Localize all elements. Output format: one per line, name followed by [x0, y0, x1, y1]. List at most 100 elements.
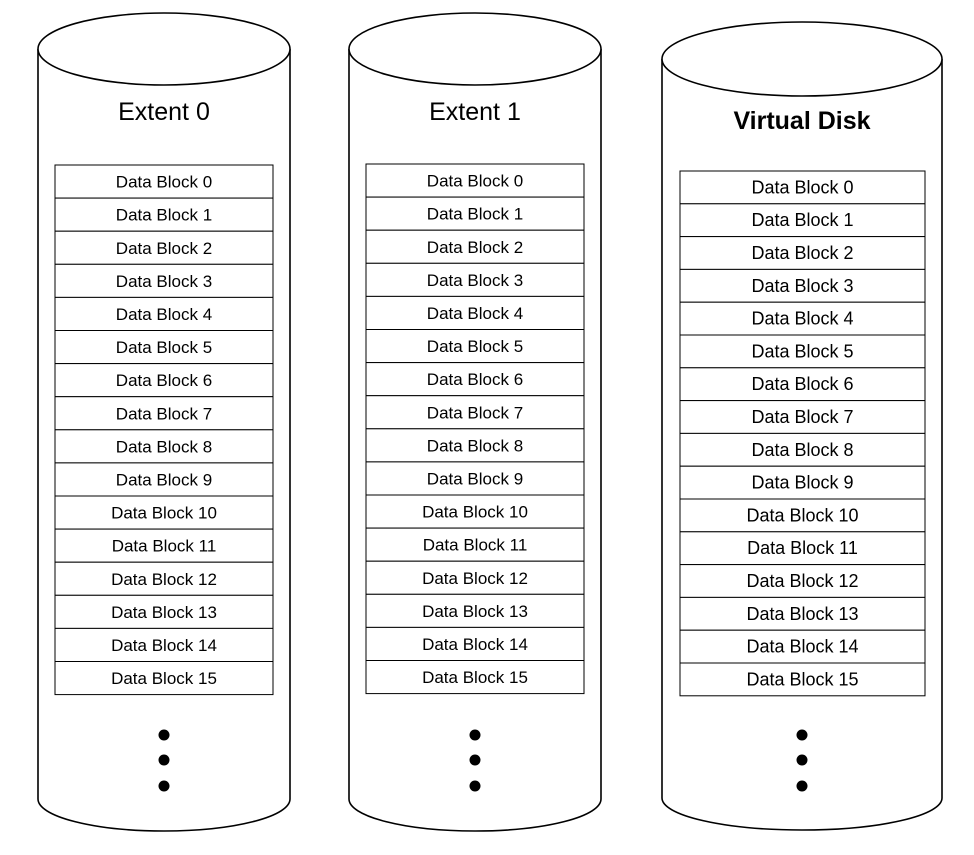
data-block-cell [54, 627, 274, 663]
data-block-cell [365, 527, 585, 562]
data-block-cell [679, 629, 926, 664]
data-block-label: Data Block 11 [423, 536, 528, 555]
data-block-label: Data Block 2 [427, 238, 523, 257]
data-block-label: Data Block 13 [422, 602, 528, 621]
data-block-label: Data Block 14 [746, 637, 858, 657]
data-block-cell [54, 263, 274, 298]
data-block-label: Data Block 15 [422, 668, 528, 687]
data-block-label: Data Block 3 [751, 276, 853, 296]
continuation-dot [796, 780, 808, 792]
data-block-cell [679, 367, 926, 402]
data-block-label: Data Block 5 [751, 341, 853, 361]
data-block-cell [54, 296, 274, 331]
data-block-label: Data Block 5 [427, 337, 523, 356]
data-block-label: Data Block 13 [746, 604, 858, 624]
data-block-label: Data Block 11 [747, 538, 858, 558]
data-block-label: Data Block 15 [111, 669, 217, 688]
data-block-label: Data Block 0 [751, 177, 853, 197]
data-block-cell [365, 428, 585, 463]
data-block-label: Data Block 13 [111, 603, 217, 622]
data-block-label: Data Block 12 [111, 570, 217, 589]
data-block-cell [365, 626, 585, 662]
data-block-cell [54, 594, 274, 629]
data-block-label: Data Block 9 [751, 473, 853, 493]
data-block-label: Data Block 9 [116, 470, 212, 489]
data-block-label: Data Block 1 [427, 205, 523, 224]
data-block-cell [679, 400, 926, 434]
data-block-label: Data Block 7 [751, 407, 853, 427]
data-block-cell [54, 495, 274, 530]
continuation-dot [158, 780, 170, 792]
data-block-cell [54, 561, 274, 596]
data-block-cell [679, 596, 926, 631]
cylinder-top [37, 12, 291, 86]
data-block-cell [365, 494, 585, 529]
data-block-cell [679, 203, 926, 238]
data-block-cell [365, 660, 585, 695]
data-block-cell [54, 396, 274, 431]
data-block-label: Data Block 10 [111, 504, 217, 523]
data-block-cell [679, 498, 926, 533]
data-block-label: Data Block 14 [422, 635, 528, 654]
data-block-label: Data Block 1 [116, 206, 212, 225]
data-block-cell [679, 170, 926, 205]
data-block-label: Data Block 7 [116, 404, 212, 423]
data-block-label: Data Block 3 [427, 271, 523, 290]
data-block-cell [54, 164, 274, 199]
data-block-label: Data Block 4 [751, 309, 853, 329]
data-block-cell [365, 295, 585, 330]
data-block-label: Data Block 3 [116, 272, 212, 291]
cylinder-0: Extent 0 Data Block 0 Data Block 1 Data Blo… [37, 12, 291, 832]
data-block-cell [679, 564, 926, 598]
cylinder-title: Virtual Disk [733, 107, 870, 135]
data-block-label: Data Block 8 [427, 436, 523, 455]
data-block-cell [365, 196, 585, 231]
data-block-cell [365, 395, 585, 430]
data-block-label: Data Block 2 [751, 243, 853, 263]
cylinder-top [661, 21, 943, 97]
data-block-cell [365, 163, 585, 198]
data-block-cell [54, 661, 274, 696]
cylinder-title: Extent 1 [429, 98, 521, 126]
data-block-label: Data Block 15 [746, 669, 858, 689]
data-block-cell [679, 662, 926, 697]
continuation-dot [158, 729, 170, 741]
continuation-dot [469, 729, 481, 741]
data-block-cell [365, 560, 585, 595]
data-block-cell [679, 236, 926, 270]
continuation-dot [469, 780, 481, 792]
continuation-dot [158, 754, 170, 766]
data-block-label: Data Block 10 [746, 505, 858, 525]
data-block-label: Data Block 9 [427, 469, 523, 488]
data-block-cell [365, 593, 585, 628]
continuation-dot [796, 729, 808, 741]
data-block-label: Data Block 2 [116, 239, 212, 258]
data-block-cell [365, 461, 585, 496]
data-block-cell [679, 268, 926, 303]
data-block-label: Data Block 12 [422, 569, 528, 588]
cylinder-1: Extent 1 Data Block 0 Data Block 1 Data Blo… [348, 12, 602, 832]
data-block-cell [365, 362, 585, 397]
data-block-label: Data Block 4 [427, 304, 523, 323]
data-block-label: Data Block 10 [422, 503, 528, 522]
data-block-label: Data Block 1 [751, 210, 853, 230]
data-block-label: Data Block 6 [116, 371, 212, 390]
data-block-cell [679, 531, 926, 566]
data-block-label: Data Block 6 [751, 374, 853, 394]
data-block-label: Data Block 8 [116, 437, 212, 456]
data-block-label: Data Block 0 [116, 173, 212, 192]
data-block-cell [54, 429, 274, 464]
data-block-label: Data Block 5 [116, 338, 212, 357]
data-block-label: Data Block 6 [427, 370, 523, 389]
data-block-cell [54, 230, 274, 265]
data-block-label: Data Block 11 [112, 537, 217, 556]
continuation-dot [469, 754, 481, 766]
cylinder-title: Extent 0 [118, 98, 210, 126]
data-block-label: Data Block 14 [111, 636, 217, 655]
data-block-label: Data Block 0 [427, 172, 523, 191]
data-block-label: Data Block 12 [746, 571, 858, 591]
data-block-label: Data Block 7 [427, 403, 523, 422]
data-block-cell [54, 330, 274, 365]
